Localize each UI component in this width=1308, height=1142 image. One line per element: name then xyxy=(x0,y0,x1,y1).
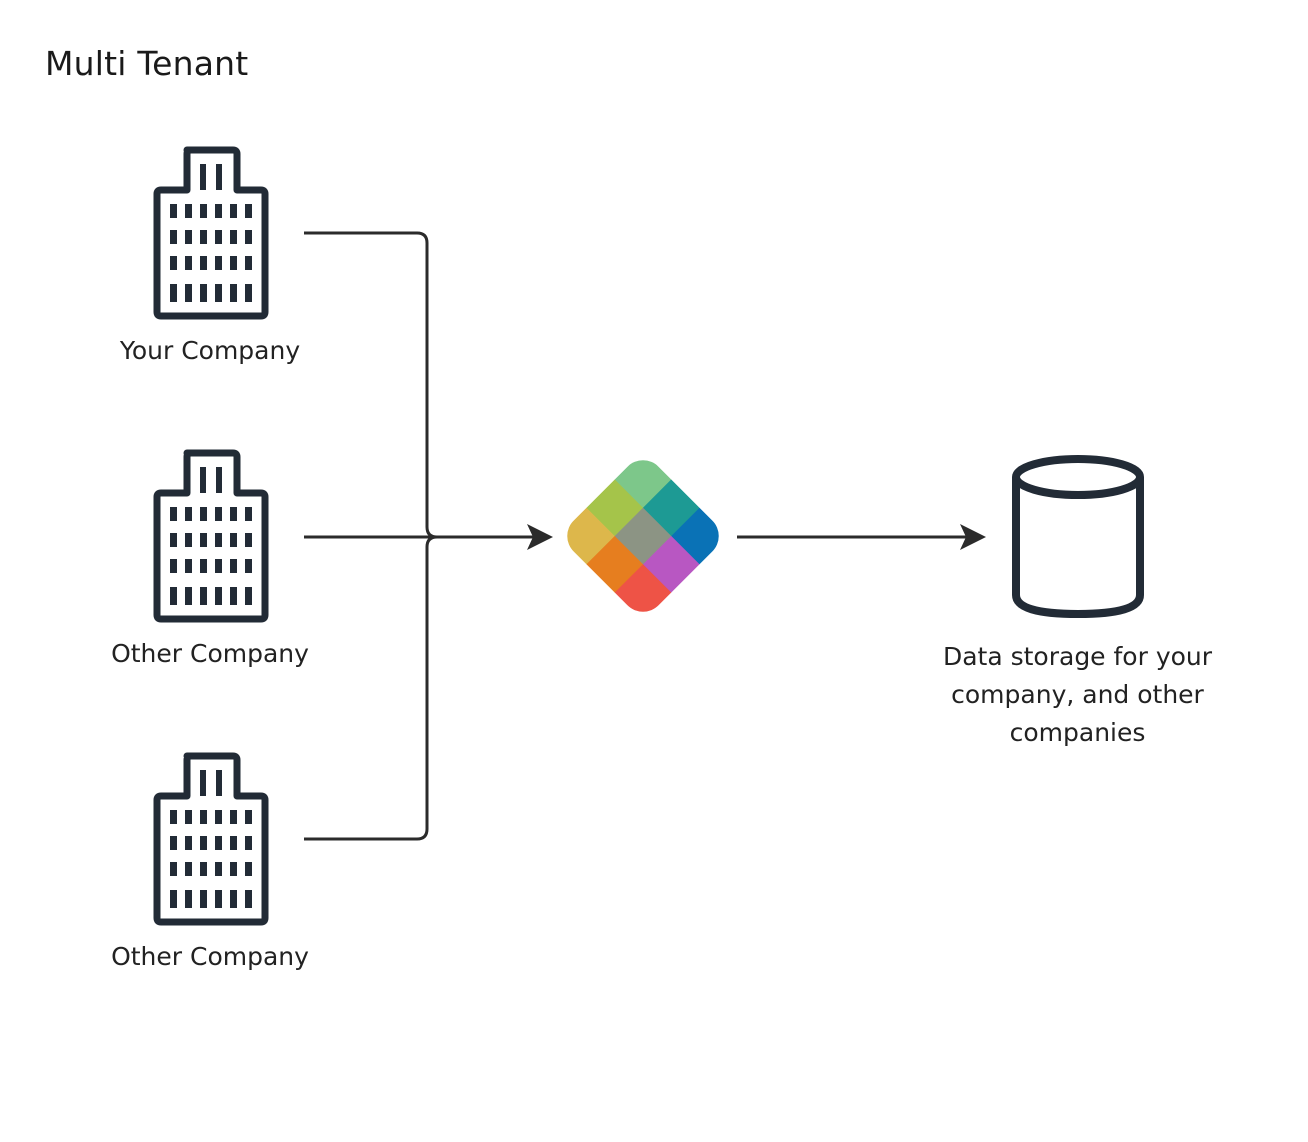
storage-label: Data storage for your company, and other… xyxy=(930,638,1225,752)
database-cylinder-icon xyxy=(1012,455,1144,619)
multicolor-diamond-logo xyxy=(558,451,728,621)
connector-top xyxy=(304,231,438,539)
storage-label-line: company, and other xyxy=(951,680,1204,709)
tenant-label: Other Company xyxy=(111,942,309,971)
building-icon xyxy=(157,756,265,922)
building-icon xyxy=(157,150,265,316)
tenant-label: Other Company xyxy=(111,639,309,668)
connectors xyxy=(304,231,975,841)
connector-bottom xyxy=(304,535,438,841)
storage-label-line: Data storage for your xyxy=(942,642,1213,671)
storage-label-line: companies xyxy=(1009,718,1146,747)
arrowhead-icon xyxy=(527,524,553,550)
building-icon xyxy=(157,453,265,619)
arrowhead-icon xyxy=(960,524,986,550)
diagram-title: Multi Tenant xyxy=(45,44,249,83)
tenant-label: Your Company xyxy=(119,336,301,365)
